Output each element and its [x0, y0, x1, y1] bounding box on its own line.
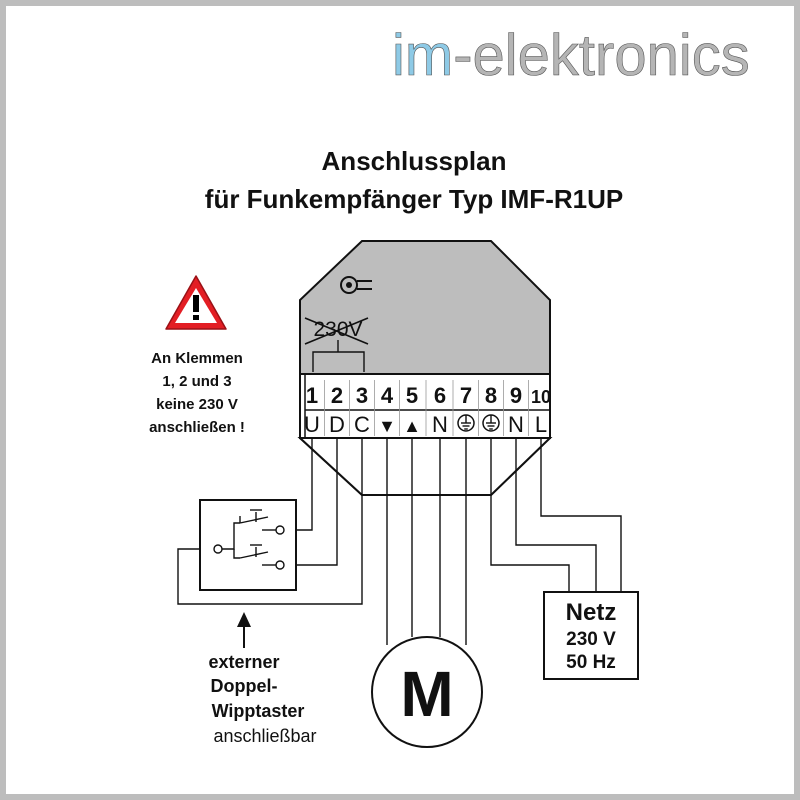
netz-box: Netz 230 V 50 Hz [543, 591, 639, 680]
switch-label-2: Doppel- [211, 676, 278, 696]
double-rocker-switch-icon [199, 499, 297, 591]
terminal-symbol-1: U [304, 412, 320, 437]
wire-terminal-2 [285, 438, 338, 566]
terminal-number-2: 2 [331, 383, 343, 408]
brand-logo: im-elektronics [392, 23, 750, 88]
brand-im: im [392, 23, 453, 88]
wire-terminal-8 [490, 438, 570, 592]
switch-label-4: anschließbar [213, 726, 316, 746]
wire-terminal-9 [515, 438, 597, 592]
crossed-230v-label: 230V [304, 317, 369, 372]
terminal-symbol-3: C [354, 412, 370, 437]
title-line-2: für Funkempfänger Typ IMF-R1UP [205, 184, 623, 214]
terminal-number-8: 8 [485, 383, 497, 408]
terminal-symbol-4: ▼ [378, 416, 396, 436]
terminal-number-6: 6 [434, 383, 446, 408]
warning-line-2: 1, 2 und 3 [162, 373, 231, 390]
terminal-symbol-6: N [432, 412, 448, 437]
terminal-number-3: 3 [356, 383, 368, 408]
arrow-up-icon [237, 612, 251, 648]
terminal-number-10: 10 [531, 387, 551, 407]
terminal-symbol-10: L [535, 412, 547, 437]
motor-label: M [400, 658, 453, 730]
warning-line-3: keine 230 V [156, 396, 238, 413]
switch-label-3: Wipptaster [212, 701, 305, 721]
title-line-1: Anschlussplan [322, 146, 507, 176]
ground-icon [482, 414, 500, 432]
ground-icon [457, 414, 475, 432]
terminal-number-4: 4 [381, 383, 394, 408]
switch-label-1: externer [208, 652, 279, 672]
terminal-number-5: 5 [406, 383, 418, 408]
warning-triangle-icon [165, 275, 227, 330]
terminal-symbol-5: ▲ [403, 416, 421, 436]
terminal-number-7: 7 [460, 383, 472, 408]
terminal-symbol-2: D [329, 412, 345, 437]
antenna-knob-icon [340, 276, 372, 294]
motor-symbol: M [371, 636, 483, 748]
warning-line-4: anschließen ! [149, 419, 245, 436]
terminal-number-9: 9 [510, 383, 522, 408]
netz-voltage: 230 V [566, 629, 616, 650]
brand-rest: -elektronics [453, 23, 750, 88]
wire-terminal-10 [540, 438, 622, 592]
terminal-symbol-9: N [508, 412, 524, 437]
netz-label: Netz [566, 599, 617, 626]
warning-line-1: An Klemmen [151, 350, 243, 367]
netz-frequency: 50 Hz [566, 652, 616, 673]
wire-terminal-3 [177, 438, 363, 605]
terminal-number-1: 1 [306, 383, 318, 408]
